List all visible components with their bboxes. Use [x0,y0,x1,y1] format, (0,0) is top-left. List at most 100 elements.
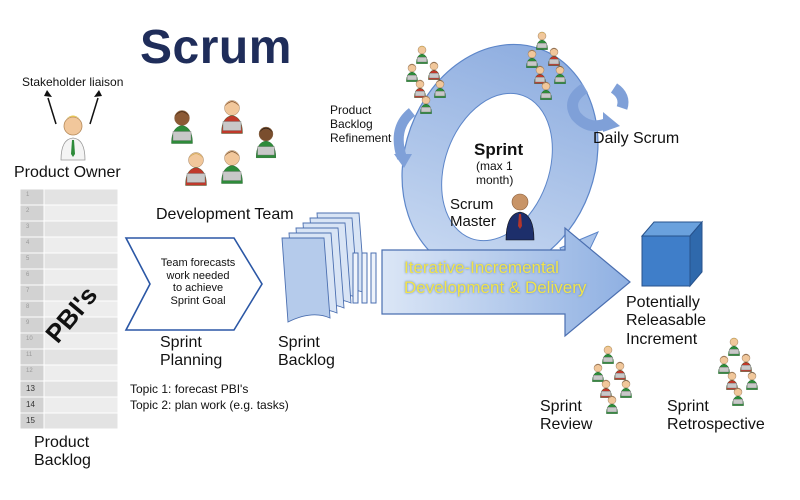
daily-scrum-team-right-icon [526,31,566,100]
person-icon [185,152,207,186]
backlog-row-number: 12 [26,368,33,374]
sprint-retrospective-label: Sprint Retrospective [667,398,765,434]
page-title: Scrum [140,21,292,74]
laptop-icon [415,90,426,97]
backlog-row-number: 13 [26,384,35,393]
laptop-icon [535,76,546,83]
person-icon [732,387,744,406]
backlog-row-number: 10 [26,336,33,342]
backlog-row-number: 11 [26,352,33,358]
product-owner-icon [60,115,86,161]
sprint-retrospective-team-icon [718,337,758,406]
backlog-row-number-cell [19,412,45,430]
person-icon [416,45,428,64]
laptop-icon [615,373,626,379]
sprint-review-team-icon [592,345,632,414]
sprint-planning-label: Sprint Planning [160,334,223,370]
topic-2-label: Topic 2: plan work (e.g. tasks) [130,398,289,412]
person-icon [746,371,758,390]
backlog-row-number: 6 [26,272,30,278]
scrum-master-icon [505,193,535,241]
backlog-row-number: 15 [26,416,35,425]
person-icon [548,47,560,66]
sprint-backlog-label: Sprint Backlog [278,334,335,370]
person-icon [600,379,612,398]
development-team-label: Development Team [156,206,294,223]
laptop-icon [222,171,242,181]
person-icon [602,345,614,364]
topic-1-label: Topic 1: forecast PBI's [130,382,249,396]
laptop-icon [537,43,548,49]
person-icon [221,150,243,184]
laptop-icon [527,61,538,67]
product-backlog-table [19,188,119,430]
product-owner-label: Product Owner [14,164,121,181]
backlog-row-number: 4 [26,240,30,246]
laptop-icon [222,121,242,131]
person-icon [221,100,243,134]
backlog-row-number-cell [19,204,45,222]
backlog-row-number: 8 [26,304,30,310]
backlog-row-number-cell [19,220,45,238]
person-icon [420,95,432,114]
person-icon [592,363,604,382]
stakeholder-arrows [44,90,102,125]
backlog-row-number: 2 [26,208,30,214]
sprint-label: Sprint [474,140,524,159]
person-icon [728,337,740,356]
laptop-icon [593,375,604,381]
laptop-icon [257,146,275,156]
daily-scrum-team-left-icon [406,45,446,114]
backlog-row-number-cell [19,268,45,286]
product-backlog-label: Product Backlog [34,434,91,470]
stakeholder-liaison-label: Stakeholder liaison [22,75,124,89]
sprint-planning-chevron-icon [124,237,263,331]
laptop-icon [435,90,446,97]
product-backlog-refinement-label: Product Backlog Refinement [330,103,392,145]
scrum-master-label: Scrum Master [450,196,496,231]
person-icon [540,81,552,100]
laptop-icon [555,76,566,83]
person-icon [414,79,426,98]
laptop-icon [741,365,752,371]
laptop-icon [607,407,618,413]
backlog-row-number: 3 [26,224,30,230]
person-icon [171,110,193,144]
potentially-releasable-increment-label: Potentially Releasable Increment [626,294,707,348]
sprint-review-label: Sprint Review [540,398,593,434]
development-team-icon [171,100,277,186]
backlog-row-number-cell [19,252,45,270]
backlog-row-number: 5 [26,256,30,262]
refinement-arrow-icon [393,108,416,168]
sprint-duration-label: (max 1 month) [476,159,514,187]
laptop-icon [172,131,192,141]
person-icon [614,361,626,380]
backlog-row-number-cell [19,300,45,318]
person-icon [740,353,752,372]
laptop-icon [421,106,432,113]
person-icon [726,371,738,390]
backlog-row-number: 7 [26,288,30,294]
person-icon [554,65,566,84]
laptop-icon [541,92,552,99]
laptop-icon [186,173,206,183]
laptop-icon [407,74,418,81]
team-forecasts-label: Team forecasts work needed to achieve Sp… [160,257,236,307]
laptop-icon [603,357,614,363]
increment-cube-icon [640,220,704,288]
backlog-row-number-cell [19,236,45,254]
daily-scrum-label: Daily Scrum [593,130,680,147]
backlog-row-number-cell [19,188,45,206]
backlog-row-number-cell [19,284,45,302]
person-icon [620,379,632,398]
laptop-icon [621,391,632,397]
person-icon [536,31,548,50]
laptop-icon [729,349,740,355]
laptop-icon [719,367,730,373]
person-icon [255,126,277,158]
daily-scrum-cycle-icon [567,83,629,132]
person-icon [406,63,418,82]
laptop-icon [601,391,612,397]
